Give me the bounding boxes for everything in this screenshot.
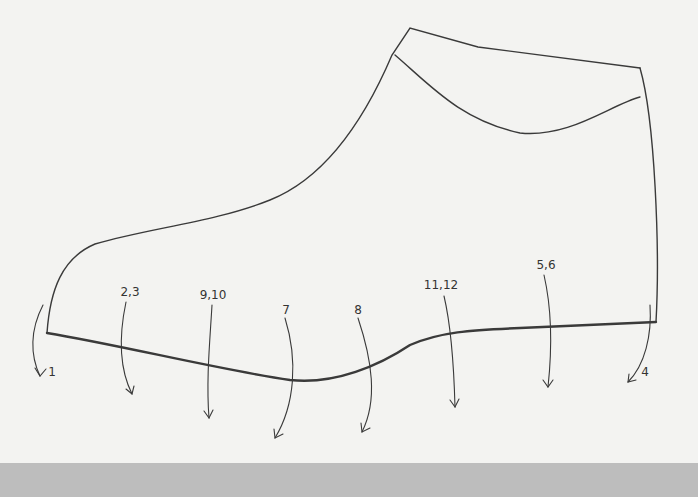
bottom-band bbox=[0, 463, 698, 497]
callout-number: 11,12 bbox=[424, 279, 458, 291]
collar-line bbox=[395, 55, 640, 134]
callout-number: 2,3 bbox=[120, 286, 139, 298]
callout-number: 5,6 bbox=[536, 259, 555, 271]
callout-number: 9,10 bbox=[200, 289, 227, 301]
leader-arrows bbox=[33, 275, 650, 438]
heel-line bbox=[640, 68, 657, 322]
callout-number: 7 bbox=[282, 304, 290, 316]
sole-line bbox=[47, 322, 656, 381]
callout-number: 4 bbox=[641, 366, 649, 378]
upper-outline bbox=[47, 28, 640, 333]
callout-number: 1 bbox=[48, 366, 56, 378]
callout-number: 8 bbox=[354, 304, 362, 316]
